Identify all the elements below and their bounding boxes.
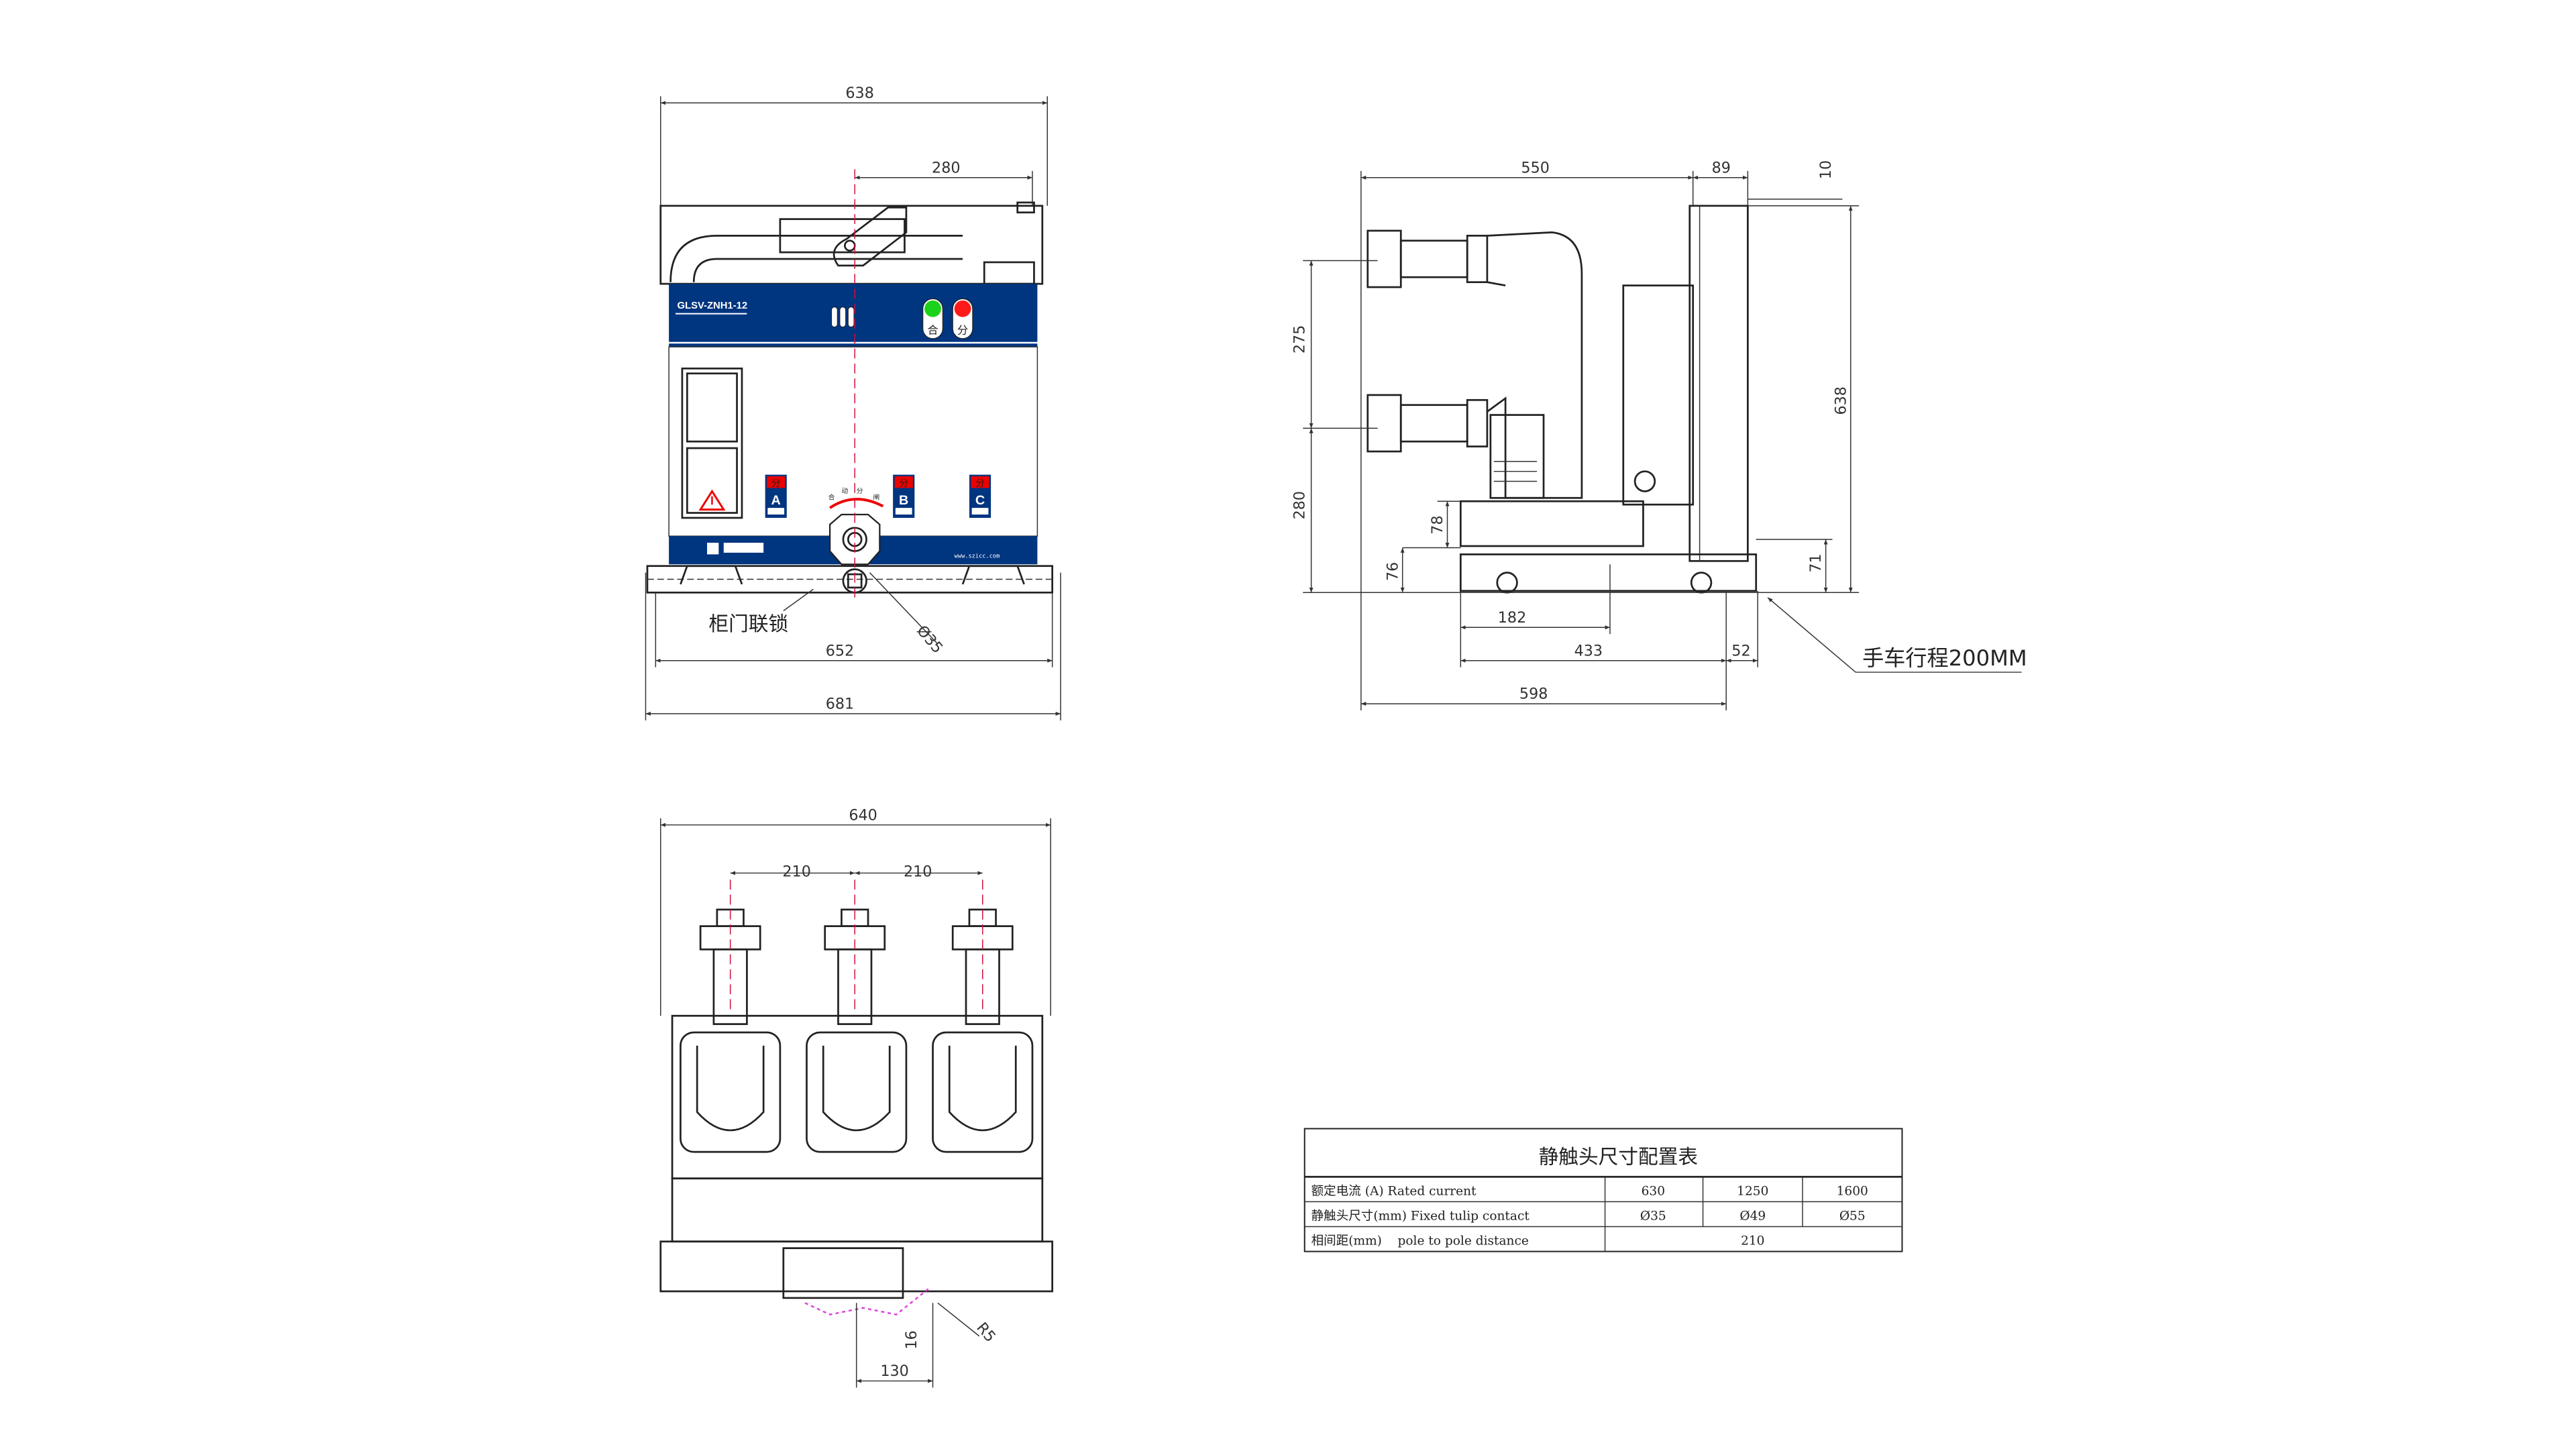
label-text: 130 xyxy=(880,1362,908,1380)
pole-b xyxy=(806,879,908,1153)
label-text: 1250 xyxy=(1737,1184,1768,1198)
table-title: 静触头尺寸配置表 xyxy=(1539,1145,1699,1169)
label-text: 分 xyxy=(771,478,781,489)
label-text: 681 xyxy=(826,695,854,712)
top-view: 640 210 210 130 16 R5 xyxy=(659,806,1054,1388)
dim-base-width: 652 xyxy=(655,592,1053,667)
status-indicators xyxy=(831,307,855,327)
travel-label: 手车行程200MM xyxy=(1862,645,2027,671)
label-text: 78 xyxy=(1429,515,1446,534)
label-text: 89 xyxy=(1712,159,1731,176)
label-text: A xyxy=(771,493,781,508)
interlock-label: 柜门联锁 xyxy=(708,612,788,636)
phase-indicator-b: 分 B xyxy=(893,474,915,518)
company-logo xyxy=(723,543,764,553)
operation-dial[interactable]: 合 动 分 闸 xyxy=(828,487,884,509)
front-view: 638 280 GLSV-ZNH1-12 合 分 分 xyxy=(645,85,1061,720)
label-text: R5 xyxy=(973,1320,999,1346)
label-text: 分 xyxy=(899,478,908,489)
label-text: B xyxy=(899,493,908,508)
label-text: 280 xyxy=(1291,491,1309,519)
label-text: 638 xyxy=(845,85,873,102)
lower-contact-arm xyxy=(1366,394,1489,453)
label-text: 52 xyxy=(1731,642,1750,659)
warning-icon xyxy=(698,489,726,511)
upper-contact-arm xyxy=(1366,229,1489,288)
label-text: 652 xyxy=(826,642,854,659)
label-text: Ø55 xyxy=(1839,1210,1866,1224)
phase-indicator-c: 分 C xyxy=(969,474,991,518)
label-text: Ø35 xyxy=(1640,1210,1666,1224)
pole-c xyxy=(932,879,1034,1153)
label-text: 分 xyxy=(957,323,968,336)
label-text: 分 xyxy=(857,487,863,495)
label-text: 598 xyxy=(1519,686,1548,703)
label-text: 640 xyxy=(849,806,877,824)
label-text: Ø49 xyxy=(1739,1210,1766,1224)
dim-overall-base: 681 xyxy=(645,572,1061,720)
dim-overall-width: 638 xyxy=(660,85,1048,206)
dim-handle-offset: 280 xyxy=(855,159,1033,206)
side-view: 550 89 10 638 275 280 78 76 71 182 433 5… xyxy=(1291,159,2027,710)
diameter-label: Ø35 xyxy=(913,622,946,657)
open-button[interactable]: 分 xyxy=(952,298,973,339)
close-button[interactable]: 合 xyxy=(922,298,943,339)
label-text: 1600 xyxy=(1837,1184,1868,1198)
label-text: 动 xyxy=(841,487,848,495)
label-text: 280 xyxy=(932,159,960,176)
label-text: 10 xyxy=(1817,160,1835,179)
label-text: C xyxy=(975,493,985,508)
table-row-label: 相间距(mm) pole to pole distance xyxy=(1311,1234,1529,1248)
phase-indicator-a: 分 A xyxy=(765,474,787,518)
label-text: 210 xyxy=(1741,1234,1764,1248)
label-text: 550 xyxy=(1521,159,1549,176)
label-text: 合 xyxy=(927,323,938,336)
label-text: 182 xyxy=(1498,609,1526,627)
label-text: 630 xyxy=(1642,1184,1665,1198)
label-text: 合 xyxy=(828,493,835,502)
label-text: 71 xyxy=(1807,553,1825,572)
label-text: 分 xyxy=(975,478,985,489)
model-label: GLSV-ZNH1-12 xyxy=(677,301,747,311)
website-label: www.szicc.com xyxy=(955,553,1000,559)
table-row-label: 额定电流 (A) Rated current xyxy=(1311,1184,1477,1198)
inspection-window xyxy=(681,367,743,519)
label-text: 275 xyxy=(1291,325,1309,354)
label-text: 16 xyxy=(903,1330,920,1349)
contact-size-table: 静触头尺寸配置表 额定电流 (A) Rated current 630 1250… xyxy=(1303,1128,1903,1252)
label-text: 210 xyxy=(782,863,810,880)
label-text: 433 xyxy=(1574,642,1603,659)
label-text: 638 xyxy=(1832,386,1849,415)
label-text: 闸 xyxy=(873,493,879,502)
label-text: 210 xyxy=(904,863,932,880)
pole-a xyxy=(680,879,782,1153)
table-row-label: 静触头尺寸(mm) Fixed tulip contact xyxy=(1311,1210,1530,1224)
label-text: 76 xyxy=(1384,562,1401,581)
